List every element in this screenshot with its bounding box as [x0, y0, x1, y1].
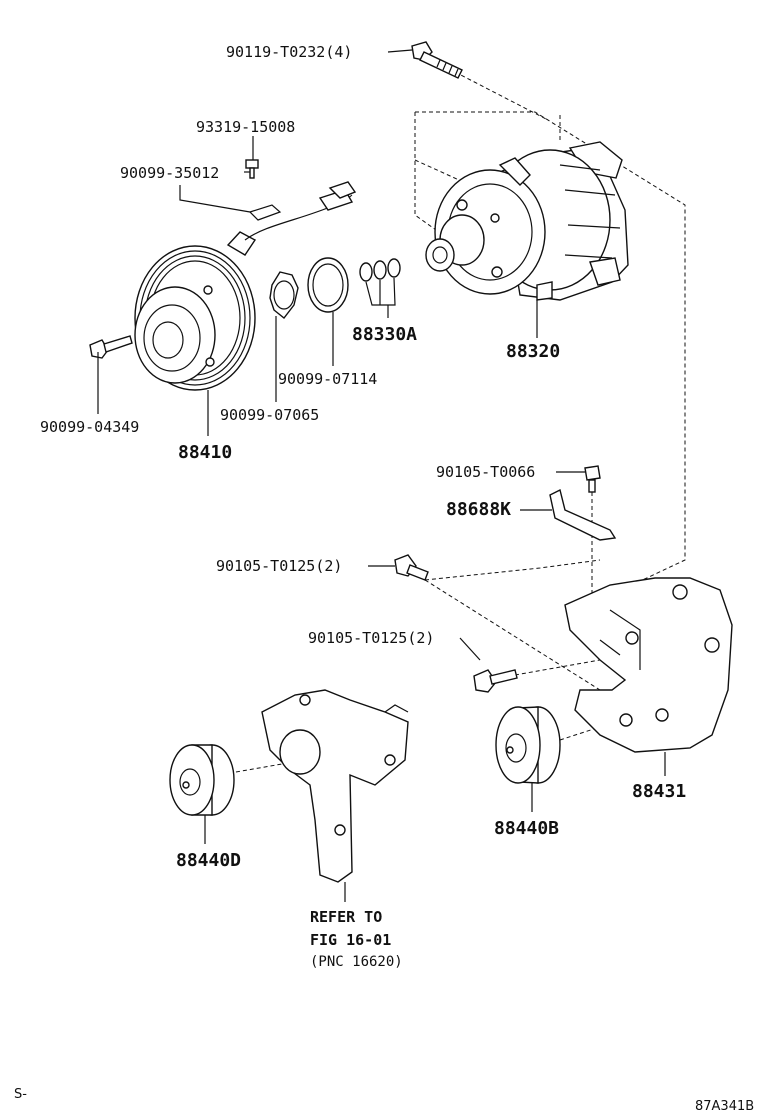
shims-88330a-icon	[359, 258, 401, 282]
label-clip-90099-35012: 90099-35012	[120, 164, 219, 182]
compressor-88320-icon	[425, 141, 629, 301]
footer-figure-code: 87A341B	[695, 1099, 754, 1112]
reference-line-3: (PNC 16620)	[310, 954, 403, 970]
tensioner-bracket-icon	[261, 689, 409, 883]
label-bolt-90105-t0125-upper: 90105-T0125(2)	[216, 557, 342, 575]
snap-ring-90099-07114-icon	[307, 257, 349, 313]
screw-93319-icon	[245, 159, 259, 179]
label-shims-88330a: 88330A	[352, 324, 417, 345]
label-compressor-88320: 88320	[506, 341, 560, 362]
ring-90099-07065-icon	[269, 271, 299, 319]
label-ring-90099-07065: 90099-07065	[220, 406, 319, 424]
label-screw-93319-15008: 93319-15008	[196, 118, 295, 136]
label-snap-ring-90099-07114: 90099-07114	[278, 370, 377, 388]
label-idler-88440d: 88440D	[176, 850, 241, 871]
label-bolt-90119-t0232: 90119-T0232(4)	[226, 43, 352, 61]
label-clutch-88410: 88410	[178, 442, 232, 463]
label-bolt-90105-t0066: 90105-T0066	[436, 463, 535, 481]
bolt-90105-t0066-icon	[584, 465, 601, 493]
label-bolt-90099-04349: 90099-04349	[40, 418, 139, 436]
bolt-90105-t0125-upper-icon	[394, 554, 429, 581]
reference-line-2: FIG 16-01	[310, 931, 391, 949]
label-idler-88440b: 88440B	[494, 818, 559, 839]
reference-line-1: REFER TO	[310, 908, 382, 926]
label-bolt-90105-t0125-lower: 90105-T0125(2)	[308, 629, 434, 647]
assembly-dashed-lines	[235, 71, 686, 773]
clutch-88410-icon	[134, 181, 357, 391]
bracket-88431-icon	[564, 577, 733, 753]
idler-88440b-icon	[495, 706, 561, 784]
leader-lines	[97, 49, 666, 902]
idler-88440d-icon	[169, 744, 235, 816]
footer-left-code: S-	[14, 1087, 27, 1102]
bolt-90099-04349-icon	[89, 335, 133, 359]
label-bracket-88431: 88431	[632, 781, 686, 802]
bolt-90105-t0125-lower-icon	[473, 669, 518, 693]
bracket-88688k-icon	[549, 488, 617, 541]
label-bracket-88688k: 88688K	[446, 499, 511, 520]
bolt-90119-t0232-icon	[411, 41, 463, 79]
